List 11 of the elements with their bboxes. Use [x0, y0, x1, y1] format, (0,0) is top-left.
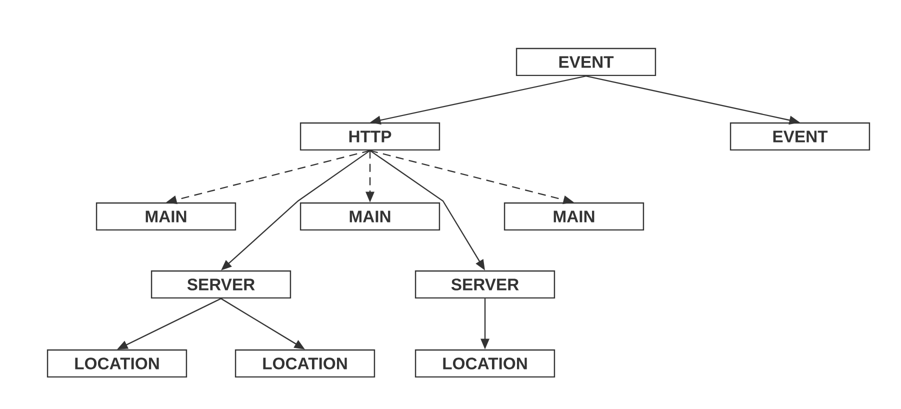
text-box: LOCATION: [234, 349, 376, 378]
text-box: MAIN: [300, 202, 440, 231]
text-box: EVENT: [516, 48, 656, 76]
text-box: LOCATION: [46, 349, 188, 378]
text-box: SERVER: [150, 270, 292, 299]
text-box: MAIN: [504, 202, 644, 231]
text-box: HTTP: [300, 122, 440, 151]
text-box: SERVER: [414, 270, 556, 299]
text-box: MAIN: [96, 202, 236, 231]
text-box: LOCATION: [414, 349, 556, 378]
text-box: EVENT: [730, 122, 870, 151]
